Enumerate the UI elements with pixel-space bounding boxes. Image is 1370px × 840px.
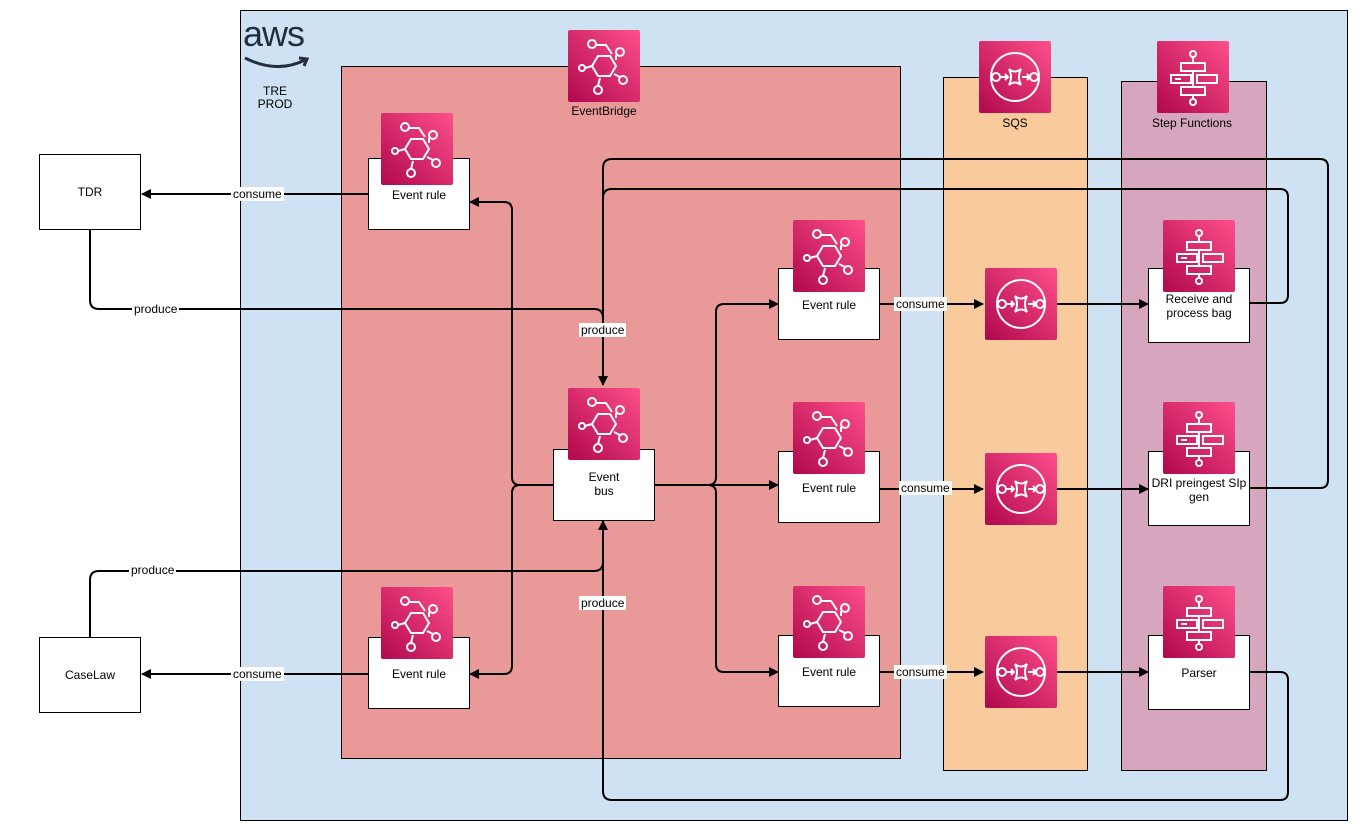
sqs-icon bbox=[979, 41, 1051, 113]
sf-receive-label-line1: Receive and bbox=[1165, 292, 1233, 306]
eventbridge-icon bbox=[568, 30, 640, 102]
account-label-line1: TRE bbox=[263, 84, 287, 98]
eventbridge-icon bbox=[381, 587, 453, 659]
eventbridge-title: EventBridge bbox=[571, 104, 637, 118]
sqs-group bbox=[943, 77, 1088, 771]
sqs-queue-1-icon[interactable] bbox=[985, 268, 1057, 340]
eventbridge-icon bbox=[568, 388, 640, 460]
tdr-label: TDR bbox=[77, 185, 103, 199]
edge-bus-to-rule3 bbox=[655, 484, 779, 677]
edge-label-tdr-consume: consume bbox=[231, 187, 284, 201]
account-label-line2: PROD bbox=[257, 97, 293, 111]
event-rule-tdr-label: Event rule bbox=[391, 188, 447, 202]
step-functions-icon bbox=[1157, 41, 1229, 113]
event-bus-label-line1: Event bbox=[588, 470, 620, 484]
edge-receive-produce bbox=[602, 188, 1289, 385]
sf-dri-label-line1: DRI preingest SIp bbox=[1151, 476, 1247, 490]
edge-label-bus-produce-bottom: produce bbox=[579, 596, 627, 610]
sf-receive-label-line2: process bag bbox=[1166, 306, 1232, 320]
sf-parser-label: Parser bbox=[1181, 666, 1217, 680]
edge-bus-to-tdr-rule bbox=[469, 197, 554, 486]
eventbridge-icon bbox=[793, 402, 865, 474]
edge-dri-produce bbox=[602, 158, 1329, 489]
event-rule-caselaw-label: Event rule bbox=[391, 667, 447, 681]
event-bus-label-line2: bus bbox=[594, 484, 614, 498]
aws-logo: aws bbox=[241, 12, 317, 68]
edge-bus-to-rule1 bbox=[655, 299, 779, 486]
event-rule-3-label: Event rule bbox=[801, 665, 857, 679]
sqs-queue-3-icon[interactable] bbox=[985, 636, 1057, 708]
step-functions-icon bbox=[1163, 586, 1235, 658]
step-functions-title: Step Functions bbox=[1151, 116, 1233, 130]
edge-label-tdr-produce: produce bbox=[132, 302, 180, 316]
sf-dri-label-line2: gen bbox=[1188, 490, 1210, 504]
eventbridge-icon bbox=[793, 586, 865, 658]
eventbridge-icon bbox=[381, 113, 453, 185]
edge-label-caselaw-consume: consume bbox=[231, 667, 284, 681]
edge-label-rule1-consume: consume bbox=[894, 297, 947, 311]
step-functions-icon bbox=[1163, 402, 1235, 474]
step-functions-icon bbox=[1163, 220, 1235, 292]
caselaw-label: CaseLaw bbox=[64, 668, 116, 682]
edge-label-rule3-consume: consume bbox=[894, 665, 947, 679]
aws-smile-icon bbox=[244, 56, 310, 68]
event-bus[interactable]: Event bus bbox=[553, 449, 655, 521]
edge-label-caselaw-produce: produce bbox=[129, 563, 177, 577]
aws-logo-text: aws bbox=[243, 13, 305, 54]
caselaw-node[interactable]: CaseLaw bbox=[39, 637, 141, 713]
edge-label-rule2-consume: consume bbox=[899, 481, 952, 495]
sqs-queue-2-icon[interactable] bbox=[985, 453, 1057, 525]
edge-parser-produce bbox=[602, 521, 1289, 801]
edge-caselaw-produce bbox=[89, 520, 608, 637]
event-rule-1-label: Event rule bbox=[801, 298, 857, 312]
tdr-node[interactable]: TDR bbox=[39, 154, 141, 230]
eventbridge-icon bbox=[793, 220, 865, 292]
edge-bus-to-caselaw-rule bbox=[469, 484, 554, 679]
event-rule-2-label: Event rule bbox=[801, 481, 857, 495]
sqs-title: SQS bbox=[1002, 116, 1028, 130]
edge-label-bus-produce-top: produce bbox=[579, 323, 627, 337]
